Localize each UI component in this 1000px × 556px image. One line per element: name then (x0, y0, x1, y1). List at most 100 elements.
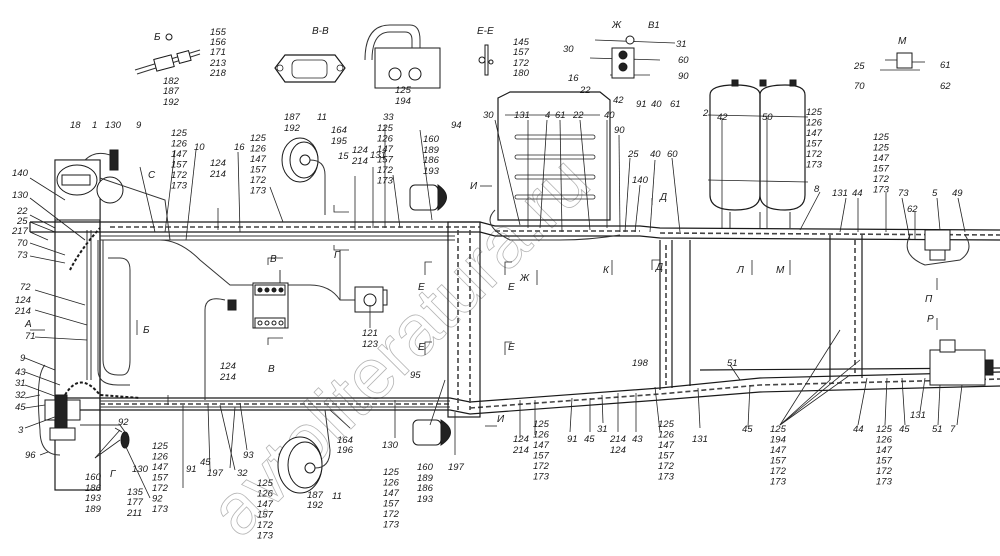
relay-valve-rear (906, 229, 970, 266)
label: 49 (952, 188, 963, 199)
stack-label: 173 (377, 176, 394, 187)
detail-view-m (880, 52, 925, 71)
stack-label: 157 (152, 473, 169, 484)
label: 61 (940, 60, 951, 71)
marker-s: С (148, 170, 156, 181)
label: 164 (337, 435, 353, 446)
spring-brake-upper (409, 184, 447, 212)
stack-label: 147 (876, 445, 893, 456)
label: 198 (632, 358, 649, 369)
label: 30 (483, 110, 494, 121)
label: 186 (417, 483, 434, 494)
stack-label: 157 (533, 451, 550, 462)
label: 45 (200, 457, 211, 468)
stack-label: 172 (876, 466, 893, 477)
label: 51 (727, 358, 738, 369)
stack-label: 125 (257, 478, 274, 489)
stack-label: 147 (171, 149, 188, 160)
stack-label: 172 (873, 174, 890, 185)
rear-module (929, 339, 994, 386)
label: 11 (332, 491, 342, 502)
stack-label: 157 (873, 164, 890, 175)
label: 42 (717, 112, 728, 123)
label: 8 (814, 184, 820, 195)
label: 156 (210, 37, 227, 48)
label: 131 (832, 188, 848, 199)
label: 30 (563, 44, 574, 55)
label: 73 (898, 188, 909, 199)
marker-v-lower: В (268, 364, 275, 375)
label: 197 (448, 462, 465, 473)
label: 2 (702, 108, 709, 119)
label: 45 (742, 424, 753, 435)
marker-k: К (603, 265, 610, 276)
label: 72 (20, 282, 31, 293)
label: 43 (632, 434, 643, 445)
stack-label: 157 (876, 456, 893, 467)
label: 189 (85, 504, 102, 515)
label: 124 (210, 158, 226, 169)
label: 96 (25, 450, 36, 461)
flex-hose-lower (64, 381, 141, 399)
label: 22 (579, 85, 591, 96)
label: 193 (417, 494, 434, 505)
stack-label: 126 (806, 118, 823, 129)
valve-3 (37, 364, 81, 456)
label: 5 (932, 188, 938, 199)
label: 11 (317, 112, 327, 123)
label: 62 (907, 204, 918, 215)
stack-label: 172 (152, 483, 169, 494)
stack-label: 125 (806, 107, 823, 118)
label: 90 (614, 125, 625, 136)
label: 197 (207, 468, 224, 479)
stack-label: 125 (873, 143, 890, 154)
label: 214 (14, 306, 31, 317)
label: 91 (186, 464, 197, 475)
brake-chamber-lower (277, 409, 331, 494)
compressor-assembly (54, 149, 171, 241)
marker-v-upper: В (270, 254, 277, 265)
label: 187 (163, 86, 180, 97)
label: 172 (513, 58, 530, 69)
label: 10 (194, 142, 205, 153)
marker-a: А (24, 319, 32, 330)
label: 186 (85, 483, 102, 494)
label: 124 (513, 434, 529, 445)
label: 213 (209, 58, 227, 69)
marker-d-lower: Д (655, 262, 663, 273)
label: 124 (220, 361, 236, 372)
label: 32 (237, 468, 248, 479)
label: 193 (423, 166, 440, 177)
label: 42 (613, 95, 624, 106)
label: 22 (572, 110, 584, 121)
label: 160 (85, 472, 102, 483)
label: 18 (70, 120, 81, 131)
label: 140 (632, 175, 649, 186)
stack-label: 126 (658, 430, 675, 441)
stack-label: 92 (152, 494, 163, 505)
label: 1 (92, 120, 97, 131)
label: 51 (932, 424, 943, 435)
stack-label: 147 (873, 153, 890, 164)
lower-frame-rail (60, 367, 1000, 415)
marker-e-2: Е (508, 282, 515, 293)
label: 91 (567, 434, 578, 445)
marker-d-upper: Д (659, 192, 667, 203)
label: 45 (899, 424, 910, 435)
label: 186 (423, 155, 440, 166)
label: 25 (16, 216, 28, 227)
label: 9 (136, 120, 142, 131)
label: 123 (362, 339, 379, 350)
marker-g-upper: Г (334, 250, 341, 261)
label: 15 (338, 151, 349, 162)
label: 135 (127, 487, 144, 498)
stack-label: 172 (806, 149, 823, 160)
